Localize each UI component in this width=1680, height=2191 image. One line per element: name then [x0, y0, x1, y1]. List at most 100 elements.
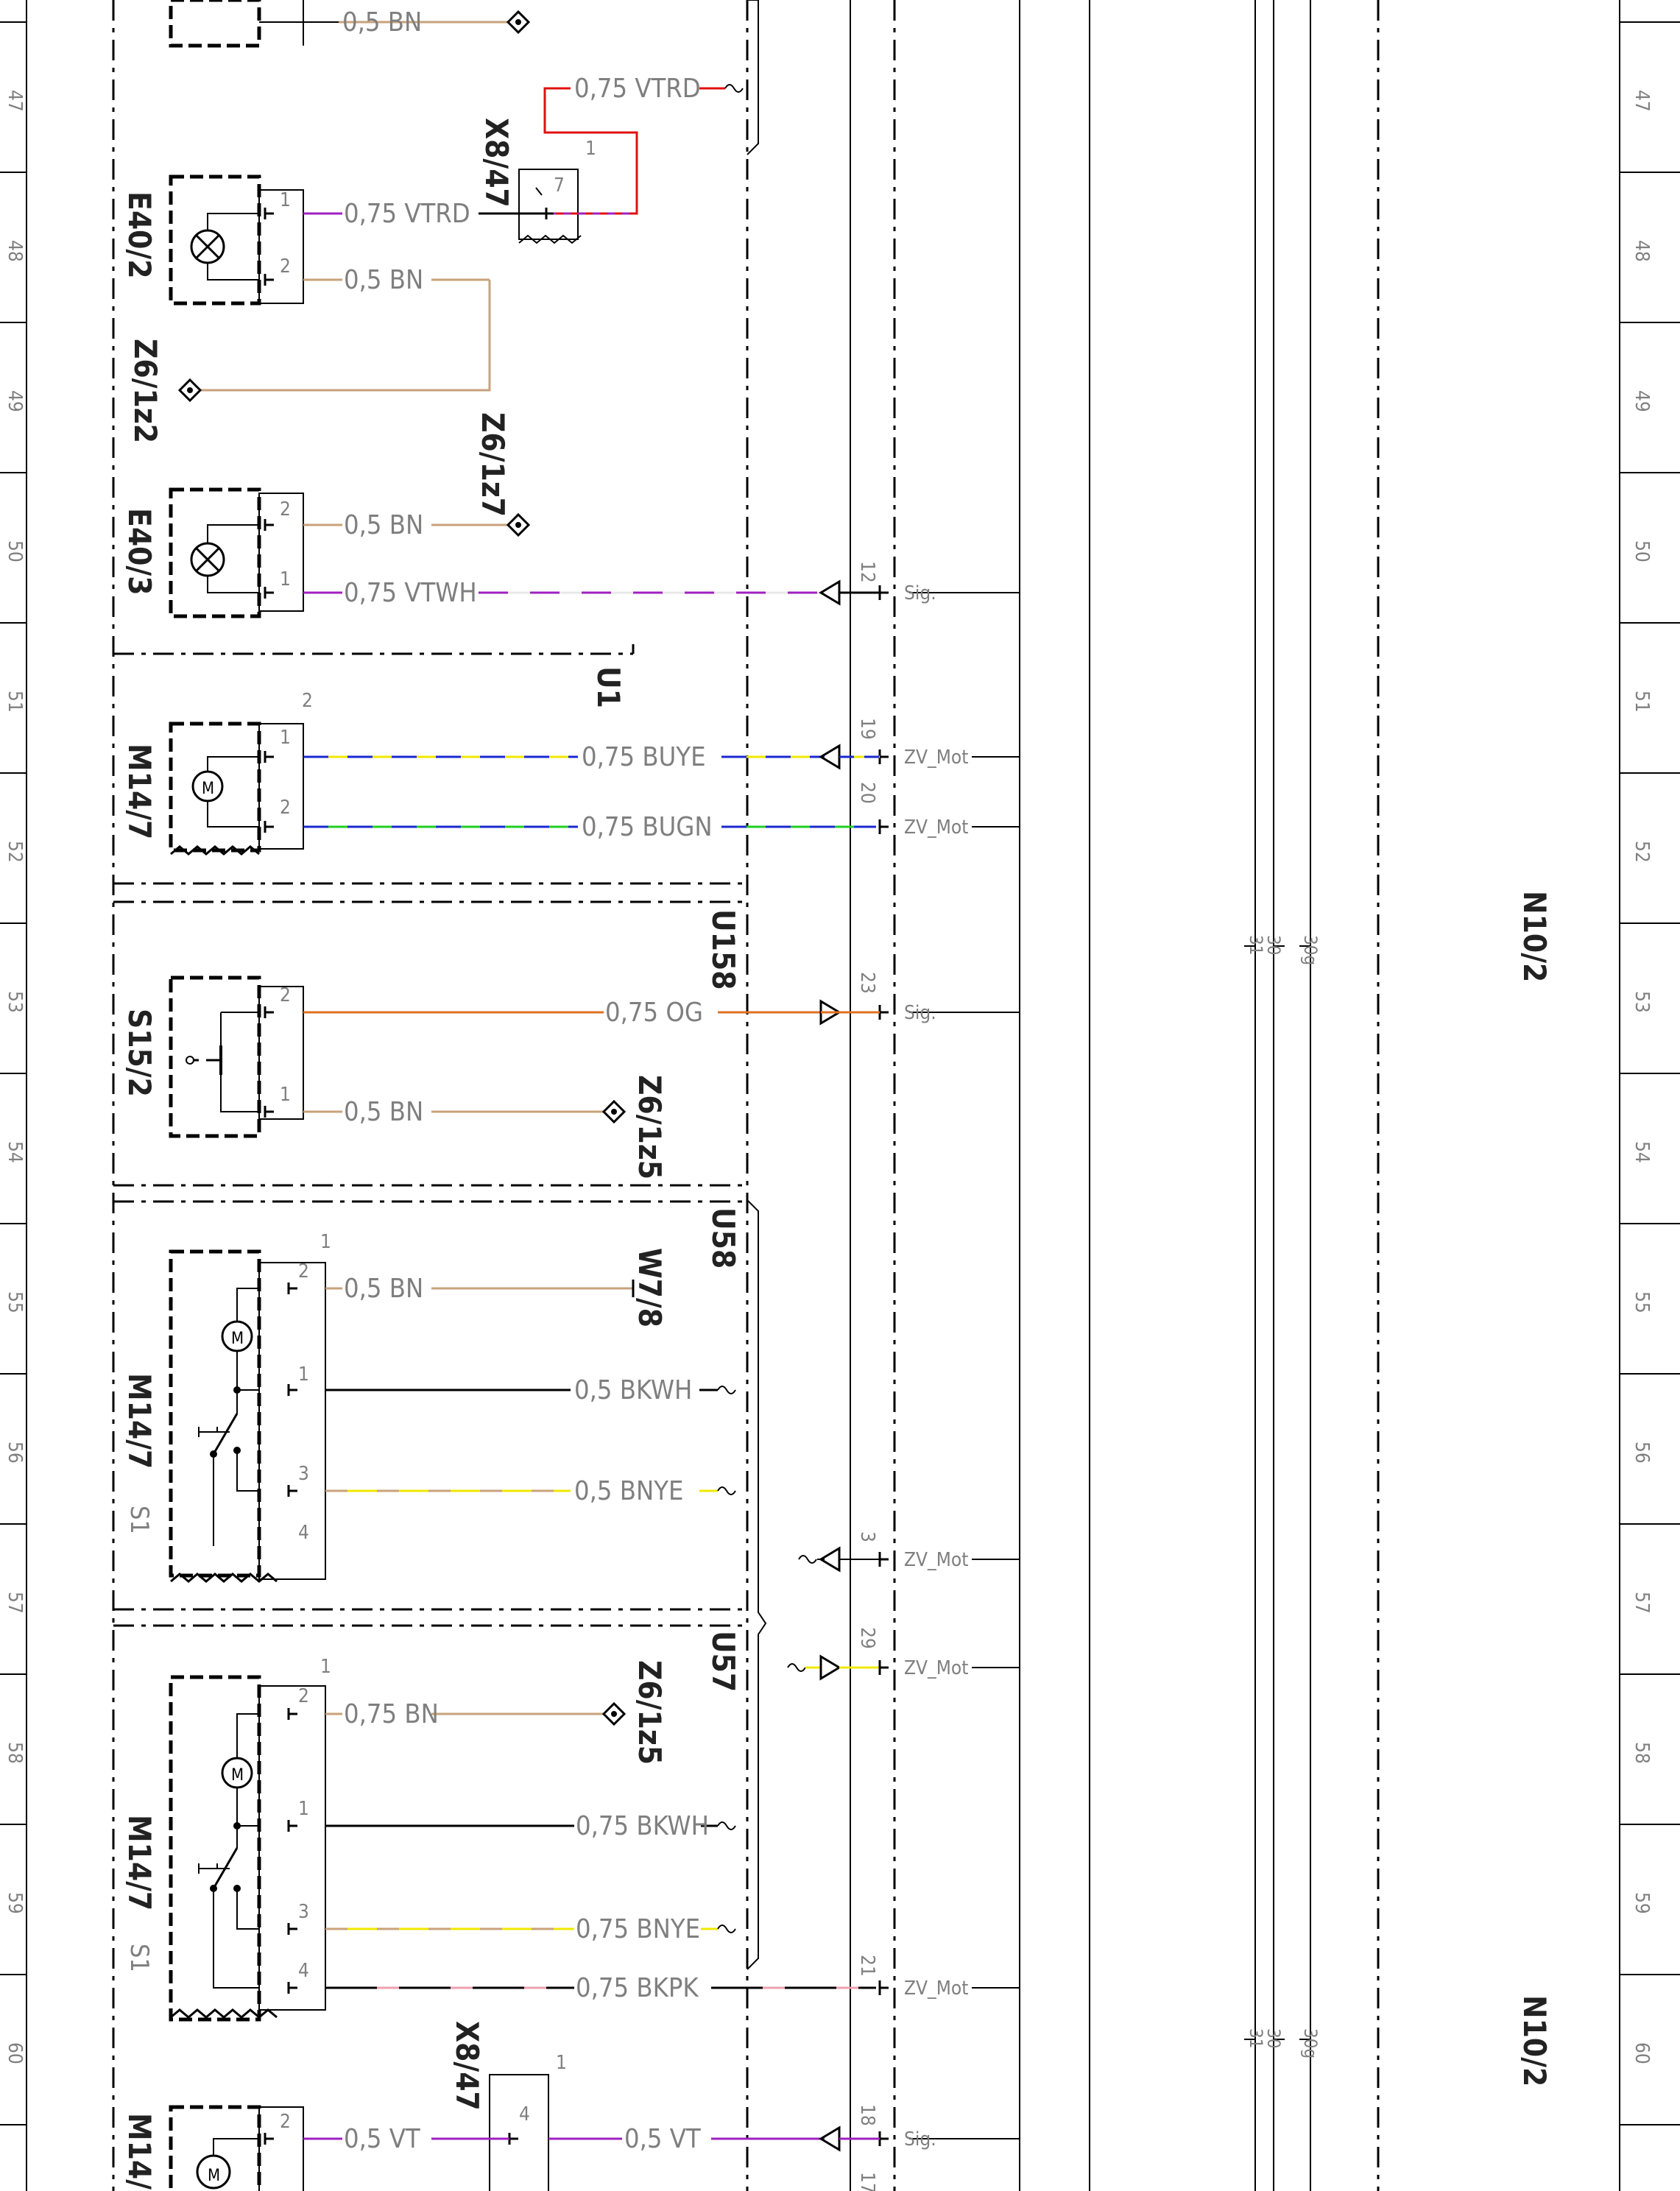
wire-label-u57-p1: 0,75 BKWH: [576, 1811, 709, 1841]
row-number: 60: [4, 2042, 26, 2064]
row-number: 51: [4, 691, 26, 713]
s1-b-label: S1: [124, 1944, 154, 1972]
s15-2-symbol: [169, 975, 304, 1138]
x8-47-a-pin-1: 1: [585, 138, 596, 160]
m14-last-symbol: M: [169, 2105, 304, 2191]
row-number: 58: [1631, 1742, 1653, 1764]
n10-signal-19: ZV_Mot: [904, 747, 968, 769]
s15-2-wires: [303, 1011, 825, 1113]
bus-b-31: 31: [1246, 2028, 1266, 2048]
row-number: 54: [1631, 1141, 1653, 1163]
wire-label-last-left: 0,5 VT: [344, 2124, 420, 2154]
row-number: 60: [1631, 2042, 1653, 2064]
m14-last-label: M14/: [121, 2113, 158, 2190]
m14-7-a-pin-1: 1: [280, 727, 291, 749]
w7-8-label: W7/8: [632, 1248, 668, 1327]
n10-pin-23: 23: [856, 972, 878, 994]
wire-label-e40-3-p1: 0,75 VTWH: [344, 578, 477, 608]
e40-2-pin-1: 1: [280, 189, 291, 211]
z6-1z7-splice: [506, 512, 531, 537]
u57-pin-2: 2: [298, 1685, 309, 1707]
n10-signal-12: Sig.: [904, 582, 936, 604]
e40-3-wires: [303, 523, 825, 594]
wire-label-vtrd-top: 0,75 VTRD: [574, 74, 701, 104]
x8-47-b-pin-4: 4: [519, 2103, 530, 2125]
wire-label-u57-p4: 0,75 BKPK: [576, 1973, 699, 2003]
x8-47-b-label: X8/47: [449, 2021, 485, 2111]
e40-3-pin-2: 2: [280, 498, 291, 521]
z6-1z2-label: Z6/1z2: [127, 339, 163, 443]
m14-7-c-label: M14/7: [121, 1815, 158, 1910]
row-number: 59: [4, 1892, 26, 1914]
x8-47-b-connector: [489, 2074, 549, 2191]
top-fragment: [169, 0, 531, 48]
row-number: 48: [4, 240, 26, 262]
n10-signal-20: ZV_Mot: [904, 816, 968, 839]
u57-pin-3: 3: [298, 1901, 309, 1923]
wire-label-e40-2-p2: 0,5 BN: [344, 265, 423, 295]
bus-a-30g: 30g: [1300, 935, 1321, 965]
m14-7-b-label: M14/7: [121, 1373, 158, 1469]
n10-2-pin-wires: [821, 591, 880, 2140]
wire-label-u58-p3: 0,5 BNYE: [574, 1476, 683, 1506]
u57-pin-4: 4: [298, 1960, 309, 1982]
e40-2-pin-2: 2: [280, 255, 291, 278]
row-number: 55: [4, 1291, 26, 1313]
u58-pin-3: 3: [298, 1463, 309, 1485]
row-number: 53: [1631, 991, 1653, 1013]
wire-label-u58-p2: 0,5 BN: [344, 1274, 423, 1304]
u58-pin-1: 1: [298, 1363, 309, 1386]
wire-label-s15: 0,75 OG: [605, 998, 703, 1028]
row-number: 57: [1631, 1592, 1653, 1614]
s1-a-label: S1: [124, 1506, 154, 1534]
n10-pin-12: 12: [856, 561, 878, 583]
row-rulers: [26, 0, 1620, 2191]
row-number: 48: [1631, 240, 1653, 262]
z6-1z5-b-label: Z6/1z5: [632, 1660, 668, 1765]
s15-2-pin-2: 2: [280, 984, 291, 1006]
z6-1z5-b-splice: [601, 1701, 627, 1726]
x8-47-a-connector: [518, 169, 582, 244]
m14-7-a-pin-2-top: 2: [302, 690, 313, 712]
e40-3-label: E40/3: [121, 508, 158, 596]
n10-pin-3: 3: [856, 1531, 878, 1542]
n10-2-label-a: N10/2: [1517, 891, 1553, 982]
power-bus-ticks: [1244, 945, 1310, 2040]
z6-1z2-splice: [177, 378, 202, 403]
m14-7-a-wires: [303, 755, 876, 828]
n10-2-label-b: N10/2: [1517, 1995, 1553, 2086]
wire-label-u57-p3: 0,75 BNYE: [576, 1914, 700, 1944]
braces: [747, 0, 767, 1970]
m14-7-b-symbol: M: [169, 1249, 326, 1583]
m14-last-pin-2: 2: [280, 2111, 291, 2133]
row-number: 57: [4, 1592, 26, 1614]
n10-pin-21: 21: [856, 1955, 878, 1977]
u58-wires: [325, 1280, 736, 1495]
row-number: 49: [1631, 390, 1653, 412]
u57-wires: [325, 1712, 876, 1989]
z6-1z5-a-label: Z6/1z5: [632, 1075, 668, 1179]
bus-a-30: 30: [1263, 935, 1284, 955]
svg-text:M: M: [231, 1330, 244, 1348]
u58-label: U58: [705, 1207, 741, 1269]
svg-text:M: M: [202, 780, 214, 798]
row-number: 56: [1631, 1442, 1653, 1464]
row-number: 47: [4, 90, 26, 112]
row-number: 52: [1631, 841, 1653, 863]
bus-lines: [850, 0, 1311, 2191]
s15-2-label: S15/2: [121, 1009, 158, 1097]
x8-47-b-pin-1: 1: [556, 2052, 567, 2074]
x8-47-a-pin-7: 7: [554, 174, 565, 197]
e40-2-symbol: [169, 174, 304, 306]
u58-pin-1-top: 1: [320, 1231, 331, 1253]
n10-pin-20: 20: [856, 782, 878, 804]
u58-pin-2: 2: [298, 1260, 309, 1283]
s15-2-pin-1: 1: [280, 1084, 291, 1106]
u58-pin-4: 4: [298, 1522, 309, 1544]
u1-label: U1: [590, 666, 627, 708]
u158-label: U158: [705, 909, 741, 990]
u57-pin-1-top: 1: [320, 1656, 331, 1678]
m14-7-c-symbol: M: [169, 1675, 326, 2022]
wire-label-u58-p1: 0,5 BKWH: [574, 1375, 692, 1405]
wire-label-e40-2-p1: 0,75 VTRD: [344, 199, 470, 229]
